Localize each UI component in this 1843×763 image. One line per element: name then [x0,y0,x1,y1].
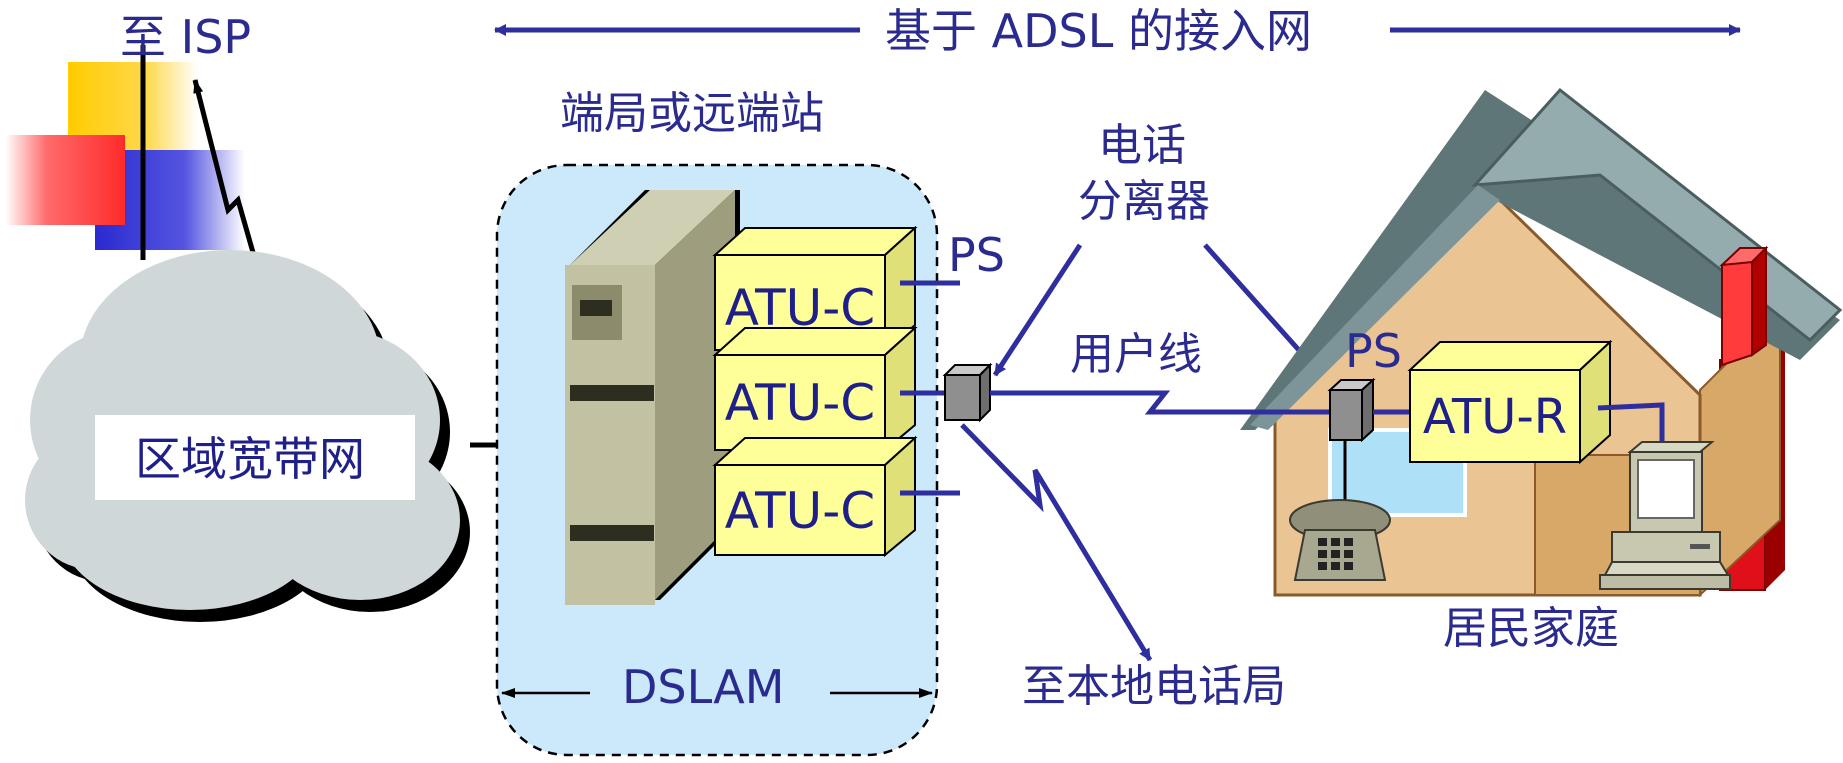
to-isp-label: 至 ISP [120,10,252,64]
computer-icon [1599,441,1731,590]
isp-link [192,79,261,271]
atu-r-box [1407,339,1613,465]
splitter-left [942,362,993,423]
dslam-label: DSLAM [622,660,785,714]
atu-c-box-2 [712,325,918,453]
telephone-icon [1289,499,1391,581]
atu-c-label-3: ATU-C [725,482,875,540]
user-line-label: 用户线 [1070,329,1202,380]
central-office-label: 端局或远端站 [560,88,824,139]
corner-decoration [5,45,245,260]
ps-left-label: PS [948,228,1005,282]
dslam-cabinet [565,190,740,605]
regional-network-label: 区域宽带网 [135,432,365,486]
cloud [25,250,470,622]
splitter-right [1327,377,1376,443]
atu-c-label-1: ATU-C [725,279,875,337]
to-local-office-label: 至本地电话局 [1022,661,1286,712]
ps-right-label: PS [1345,324,1402,378]
atu-c-stack [712,225,918,558]
home-label: 居民家庭 [1443,603,1619,654]
house [1240,87,1843,598]
diagram-title: 基于 ADSL 的接入网 [885,4,1312,58]
splitter-arrow-left [992,243,1083,377]
atu-r-pc-link [1597,402,1665,450]
atu-r-label: ATU-R [1423,389,1567,445]
atu-c-box-3 [712,435,918,558]
splitter-label-line2: 分离器 [1078,176,1210,227]
splitter-label-line1: 电话 [1098,120,1186,171]
local-office-line [960,423,1153,662]
atu-c-label-2: ATU-C [725,374,875,432]
user-line [990,390,1345,415]
